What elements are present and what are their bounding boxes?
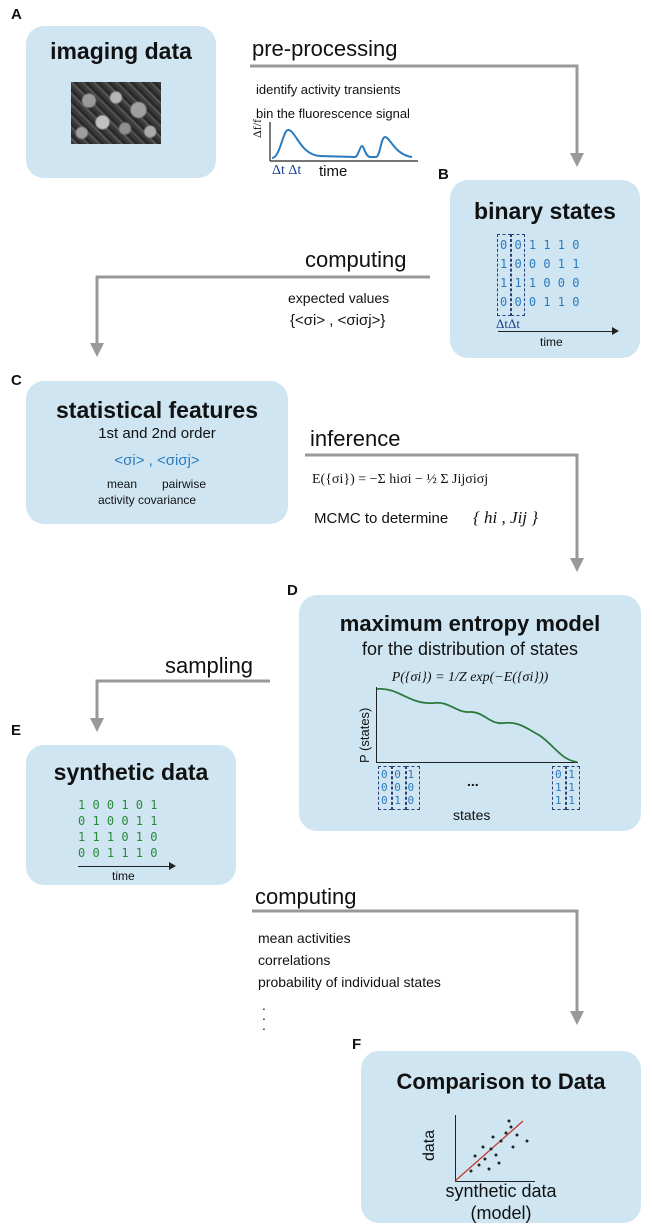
ellipsis-dot: . [262, 1017, 266, 1033]
state-row: 1 1 [555, 794, 575, 807]
prob-y-axis [376, 687, 377, 762]
binary-time-axis [498, 331, 616, 332]
panel-d-maxent: maximum entropy model for the distributi… [299, 595, 641, 831]
arrow-preprocessing [250, 64, 584, 167]
ellipsis-dot: . [262, 1007, 266, 1023]
scatter-xlabel: synthetic data [445, 1181, 557, 1201]
panel-label-b: B [438, 166, 449, 183]
panel-label-c: C [11, 372, 22, 389]
panel-a-title: imaging data [50, 38, 192, 64]
arrow-computing2 [252, 909, 584, 1025]
synthetic-row: 0 0 1 1 1 0 [78, 846, 158, 860]
mcmc-text: MCMC to determine [314, 510, 449, 527]
preprocessing-line1: identify activity transients [256, 82, 401, 97]
state-box [392, 766, 406, 810]
binary-row: 0 0 0 1 1 0 [500, 295, 580, 309]
binary-row: 0 0 1 1 1 0 [500, 238, 580, 252]
synthetic-row: 1 0 0 1 0 1 [78, 798, 158, 812]
panel-label-e: E [11, 722, 22, 739]
prob-x-axis [376, 762, 578, 763]
feature-pairwise: pairwise [162, 477, 207, 491]
panel-b-title: binary states [474, 198, 616, 224]
imaging-thumbnail [71, 82, 161, 144]
state-columns-right: 0 1 1 1 1 1 [555, 768, 575, 807]
mcmc-params: { hi , Jij } [473, 508, 539, 527]
panel-c-features: statistical features 1st and 2nd order <… [26, 381, 288, 524]
feature-activity-covariance: activity covariance [98, 493, 197, 507]
panel-b-binary: binary states 0 0 1 1 1 0 1 0 0 0 1 1 1 … [450, 180, 640, 358]
computing2-ellipsis: . . . [262, 997, 266, 1033]
step-inference: inference [310, 426, 401, 451]
computing2-line2: correlations [258, 952, 331, 968]
synthetic-matrix: 1 0 0 1 0 1 0 1 0 0 1 1 1 1 1 0 1 0 0 0 … [78, 797, 157, 861]
scatter-points [469, 1119, 529, 1173]
panel-f-title: Comparison to Data [396, 1069, 606, 1094]
trace-xlabel: time [319, 163, 348, 180]
panel-c-title: statistical features [56, 397, 258, 423]
state-row: 0 1 [555, 768, 575, 781]
step-preprocessing: pre-processing [252, 36, 398, 61]
state-box [378, 766, 392, 810]
synthetic-time-label: time [112, 869, 135, 883]
binary-time-label: time [540, 335, 563, 349]
binary-delta: ΔtΔt [496, 316, 520, 331]
scatter-y-axis [455, 1115, 456, 1181]
states-xlabel: states [453, 807, 491, 823]
bin-box-2 [511, 234, 525, 316]
fit-line [454, 1120, 524, 1182]
panel-e-title: synthetic data [53, 759, 209, 785]
scatter-xlabel-2: (model) [470, 1203, 532, 1223]
arrow-sampling [90, 679, 270, 732]
panel-label-a: A [11, 6, 22, 23]
step-computing-2: computing [255, 884, 357, 909]
computing2-line3: probability of individual states [258, 974, 441, 990]
feature-mean: mean [107, 477, 138, 491]
panel-d-title: maximum entropy model [339, 611, 601, 636]
synthetic-time-axis [78, 866, 173, 867]
binary-row: 1 1 1 0 0 0 [500, 276, 580, 290]
state-box [552, 766, 566, 810]
panel-c-subtitle: 1st and 2nd order [98, 425, 216, 442]
panel-d-formula: P({σi}) = 1/Z exp(−E({σi})) [391, 670, 549, 685]
scatter-plot [454, 1119, 529, 1182]
panel-c-formula: <σi> , <σiσj> [114, 452, 200, 469]
arrow-computing1 [90, 275, 430, 357]
synthetic-row: 0 1 0 0 1 1 [78, 814, 158, 828]
panel-f-comparison: Comparison to Data data synthetic data (… [361, 1051, 641, 1223]
synthetic-row: 1 1 1 0 1 0 [78, 830, 158, 844]
axis-arrowhead-icon [169, 862, 176, 870]
computing1-line2: {<σi> , <σiσj>} [290, 312, 386, 329]
arrow-inference [305, 453, 584, 572]
preprocessing-line2: bin the fluorescence signal [256, 106, 410, 121]
step-computing-1: computing [305, 247, 407, 272]
scatter-x-axis [455, 1181, 535, 1182]
panel-label-f: F [352, 1036, 362, 1053]
state-box [566, 766, 580, 810]
panel-label-d: D [287, 582, 298, 599]
binary-matrix: 0 0 1 1 1 0 1 0 0 0 1 1 1 1 1 0 0 0 0 0 … [500, 236, 579, 312]
axis-arrowhead-icon [612, 327, 619, 335]
states-ellipsis: ... [467, 773, 479, 789]
ellipsis-dot: . [262, 997, 266, 1013]
energy-function: E({σi}) = −Σ hiσi − ½ Σ Jijσiσj [312, 472, 489, 487]
panel-e-body: synthetic data 1 0 0 1 0 1 0 1 0 0 1 1 1… [26, 745, 236, 885]
binary-row: 1 0 0 0 1 1 [500, 257, 580, 271]
state-row: 1 1 [555, 781, 575, 794]
bin-box-1 [497, 234, 511, 316]
step-sampling: sampling [165, 653, 254, 678]
panel-d-subtitle: for the distribution of states [361, 639, 579, 659]
computing2-line1: mean activities [258, 930, 351, 946]
trace-delta: Δt Δt [272, 163, 302, 178]
computing1-line1: expected values [288, 290, 390, 306]
state-box [406, 766, 420, 810]
prob-curve [376, 688, 578, 763]
panel-a-imaging: imaging data [26, 26, 216, 178]
